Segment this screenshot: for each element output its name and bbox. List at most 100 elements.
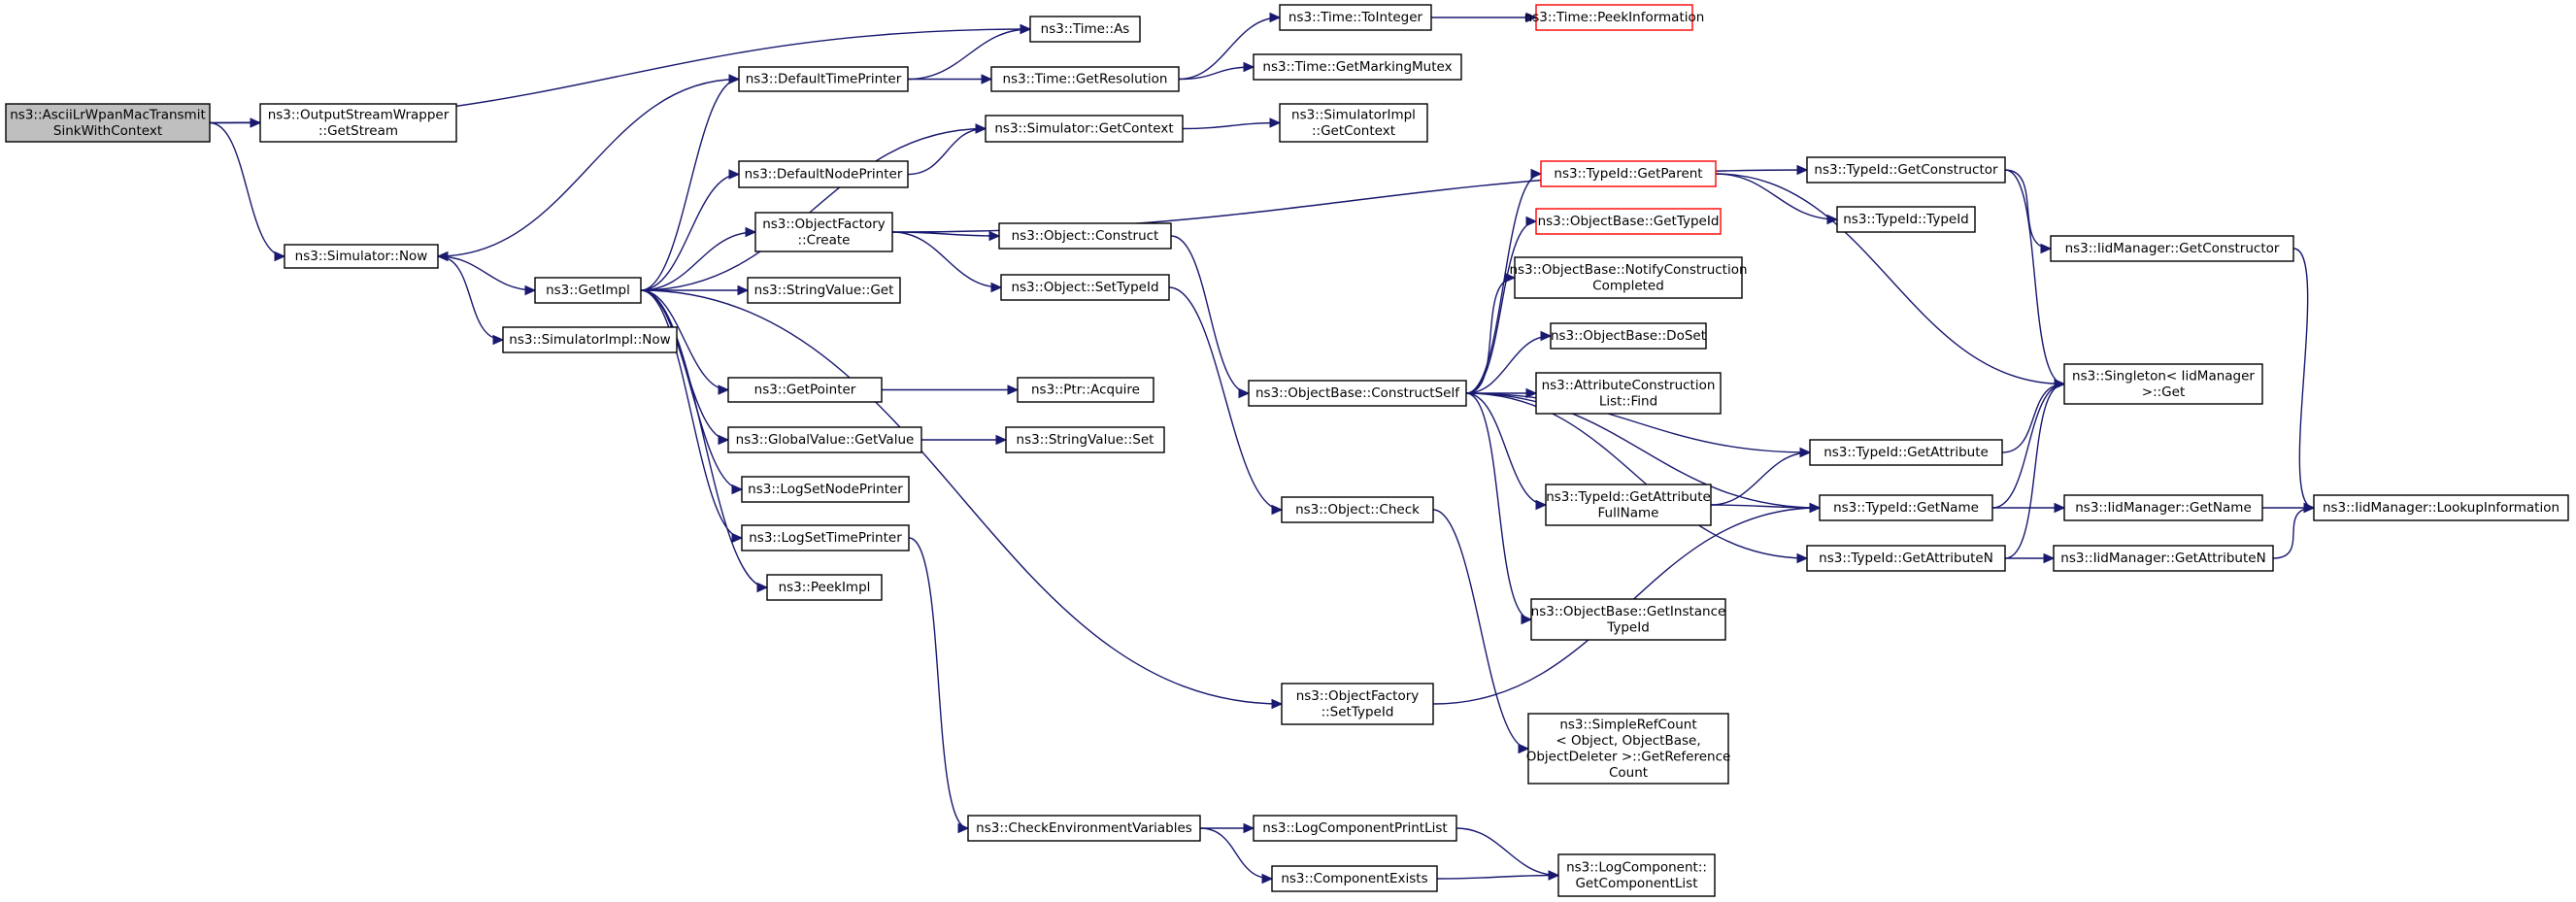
edge-typeid-getattrfullname-to-typeid-getattribute <box>1710 447 1812 506</box>
edge-default-time-printer-to-time-getres <box>908 74 993 84</box>
node-box <box>502 326 678 353</box>
node-logsettimeprinter[interactable]: ns3::LogSetTimePrinter <box>741 524 910 551</box>
node-default-node-printer[interactable]: ns3::DefaultNodePrinter <box>738 160 909 188</box>
node-objfactory-settypeid[interactable]: ns3::ObjectFactory::SetTypeId <box>1281 683 1434 725</box>
node-stringvalue-get[interactable]: ns3::StringValue::Get <box>747 277 901 304</box>
node-sim-getcontext[interactable]: ns3::Simulator::GetContext <box>985 115 1184 143</box>
edge-root-to-sim-now <box>209 121 286 262</box>
edge-time-tointeger-to-time-peekinfo <box>1431 12 1538 23</box>
node-stringvalue-set[interactable]: ns3::StringValue::Set <box>1005 426 1165 453</box>
node-objbase-constructself[interactable]: ns3::ObjectBase::ConstructSelf <box>1248 380 1467 407</box>
node-time-as[interactable]: ns3::Time::As <box>1029 16 1141 43</box>
node-typeid-typeid[interactable]: ns3::TypeId::TypeId <box>1836 206 1976 233</box>
edge-arrowhead <box>1525 387 1538 399</box>
edge-default-node-printer-to-sim-getcontext <box>907 123 987 176</box>
edge-objbase-constructself-to-typeid-getattrfullname <box>1465 392 1548 511</box>
node-label: ns3::Singleton< IidManager <box>2072 368 2255 384</box>
node-label: ns3::LogComponent:: <box>1566 859 1707 875</box>
node-label: ns3::ObjectBase::DoSet <box>1551 328 1706 344</box>
node-label: List::Find <box>1599 393 1657 409</box>
node-objfactory-create[interactable]: ns3::ObjectFactory::Create <box>754 212 893 252</box>
node-simimpl-now[interactable]: ns3::SimulatorImpl::Now <box>502 326 678 353</box>
node-objbase-gettypeid[interactable]: ns3::ObjectBase::GetTypeId <box>1535 208 1722 235</box>
node-box <box>2063 363 2263 405</box>
node-objbase-doset[interactable]: ns3::ObjectBase::DoSet <box>1550 322 1707 350</box>
edge-arrowhead <box>1243 61 1255 73</box>
node-label: ns3::ComponentExists <box>1281 871 1427 886</box>
node-typeid-getattributen[interactable]: ns3::TypeId::GetAttributeN <box>1806 545 2006 572</box>
node-iidmgr-getattributen[interactable]: ns3::IidManager::GetAttributeN <box>2053 545 2274 572</box>
node-box <box>1279 4 1432 31</box>
node-label: ns3::DefaultTimePrinter <box>746 72 902 87</box>
edge-getimpl-to-getpointer <box>640 289 730 395</box>
edge-arrowhead <box>1269 117 1282 128</box>
node-box <box>1550 322 1707 350</box>
node-box <box>1248 380 1467 407</box>
node-object-construct[interactable]: ns3::Object::Construct <box>998 222 1172 250</box>
edge-arrowhead <box>524 284 537 296</box>
node-sim-now[interactable]: ns3::Simulator::Now <box>284 244 439 269</box>
node-objbase-notify[interactable]: ns3::ObjectBase::NotifyConstructionCompl… <box>1509 256 1748 299</box>
node-typeid-getattribute[interactable]: ns3::TypeId::GetAttribute <box>1809 439 2003 466</box>
node-box <box>259 103 457 143</box>
node-object-check[interactable]: ns3::Object::Check <box>1281 496 1434 523</box>
node-box <box>1279 103 1428 143</box>
edge-line <box>1178 17 1281 81</box>
node-simimpl-getcontext[interactable]: ns3::SimulatorImpl::GetContext <box>1279 103 1428 143</box>
node-iidmgr-lookupinfo[interactable]: ns3::IidManager::LookupInformation <box>2313 494 2569 521</box>
node-time-getres[interactable]: ns3::Time::GetResolution <box>990 66 1180 92</box>
node-label: ns3::Time::PeekInformation <box>1524 10 1705 25</box>
edge-arrowhead <box>1504 272 1517 284</box>
node-globalvalue-getvalue[interactable]: ns3::GlobalValue::GetValue <box>727 426 922 453</box>
edge-getimpl-to-logsettimeprinter <box>640 289 744 544</box>
node-logsetnodeprinter[interactable]: ns3::LogSetNodePrinter <box>741 476 910 503</box>
edge-arrowhead <box>1826 214 1839 225</box>
node-singleton-get[interactable]: ns3::Singleton< IidManager>::Get <box>2063 363 2263 405</box>
node-root[interactable]: ns3::AsciiLrWpanMacTransmitSinkWithConte… <box>5 103 211 143</box>
node-time-getmarkingmutex[interactable]: ns3::Time::GetMarkingMutex <box>1253 53 1462 81</box>
node-object-settypeid[interactable]: ns3::Object::SetTypeId <box>1000 274 1170 301</box>
node-iidmgr-getname[interactable]: ns3::IidManager::GetName <box>2063 494 2263 521</box>
node-getpointer[interactable]: ns3::GetPointer <box>727 377 883 403</box>
node-box <box>738 66 909 92</box>
node-box <box>741 476 910 503</box>
edge-line <box>640 127 987 291</box>
node-logcomp-getlist[interactable]: ns3::LogComponent::GetComponentList <box>1557 853 1716 897</box>
edge-arrowhead <box>1535 499 1548 511</box>
node-time-peekinfo[interactable]: ns3::Time::PeekInformation <box>1524 4 1705 31</box>
edge-arrowhead <box>1525 216 1538 227</box>
edge-arrowhead <box>2043 552 2056 564</box>
node-label: ns3::IidManager::GetName <box>2075 500 2252 516</box>
node-component-exists[interactable]: ns3::ComponentExists <box>1271 865 1438 892</box>
edge-arrowhead <box>1796 164 1809 176</box>
node-box <box>1535 4 1693 31</box>
node-typeid-getconstructor[interactable]: ns3::TypeId::GetConstructor <box>1806 156 2006 184</box>
node-check-env-vars[interactable]: ns3::CheckEnvironmentVariables <box>967 815 1201 842</box>
node-logcomp-printlist[interactable]: ns3::LogComponentPrintList <box>1253 815 1457 842</box>
node-iidmgr-getconstructor[interactable]: ns3::IidManager::GetConstructor <box>2050 235 2294 262</box>
node-default-time-printer[interactable]: ns3::DefaultTimePrinter <box>738 66 909 92</box>
node-box <box>1281 683 1434 725</box>
node-peekimpl[interactable]: ns3::PeekImpl <box>766 574 883 601</box>
node-time-tointeger[interactable]: ns3::Time::ToInteger <box>1279 4 1432 31</box>
edge-typeid-getattrfullname-to-typeid-getname <box>1710 502 1822 514</box>
edge-typeid-getname-to-singleton-get <box>1991 379 2066 509</box>
edge-arrowhead <box>1020 23 1032 35</box>
node-getimpl[interactable]: ns3::GetImpl <box>534 277 642 304</box>
node-osw-getstream[interactable]: ns3::OutputStreamWrapper::GetStream <box>259 103 457 143</box>
node-ptr-acquire[interactable]: ns3::Ptr::Acquire <box>1017 377 1154 403</box>
node-typeid-getname[interactable]: ns3::TypeId::GetName <box>1819 494 1993 521</box>
edge-line <box>437 255 536 291</box>
edge-arrowhead <box>2054 502 2066 514</box>
node-label: ns3::LogComponentPrintList <box>1262 820 1447 836</box>
node-label: Completed <box>1592 278 1664 293</box>
node-box <box>1281 496 1434 523</box>
edge-line <box>437 78 740 257</box>
node-box <box>1527 713 1729 785</box>
node-typeid-getparent[interactable]: ns3::TypeId::GetParent <box>1540 160 1717 187</box>
node-simplerefcount[interactable]: ns3::SimpleRefCount< Object, ObjectBase,… <box>1526 713 1731 785</box>
